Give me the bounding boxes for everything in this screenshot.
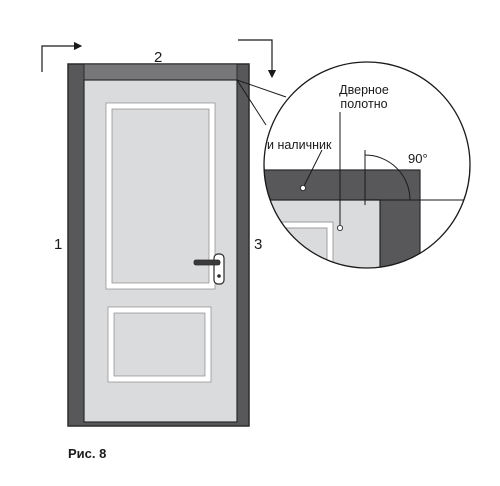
frame-header [83, 63, 238, 81]
zoom-leaf-corner [264, 199, 381, 268]
leader-casing [302, 149, 323, 189]
side-label-left: 1 [54, 236, 62, 253]
upper-panel-outline-outer [105, 102, 216, 290]
lower-panel-outline-inner [113, 312, 206, 377]
upper-panel-border [106, 103, 215, 289]
lower-panel-border [108, 307, 211, 382]
arrow-left-icon [41, 41, 83, 72]
door-leaf [83, 79, 238, 423]
callout-line-lower [236, 79, 267, 126]
leader-dot-casing [299, 184, 306, 191]
angle-arc [364, 154, 411, 201]
side-label-top: 2 [154, 49, 162, 66]
label-angle: 90° [408, 151, 428, 166]
zoom-frame-corner [264, 169, 421, 268]
zoom-detail [263, 61, 471, 269]
label-door-leaf-line2: полотно [340, 97, 387, 111]
side-label-right: 3 [254, 236, 262, 253]
upper-panel-outline-inner [111, 108, 210, 284]
arrow-right-down-icon [238, 39, 277, 79]
zoom-circle-outline [263, 61, 471, 269]
figure-caption: Рис. 8 [68, 446, 107, 461]
lower-panel-outline-outer [107, 306, 212, 383]
label-casing: и наличник [267, 138, 332, 152]
callout-line-upper [236, 79, 287, 98]
leader-dot-door-leaf [336, 224, 343, 231]
door-handle-icon [193, 253, 225, 285]
zoom-panel-moulding [270, 222, 333, 268]
label-door-leaf-line1: Дверное [339, 83, 389, 97]
